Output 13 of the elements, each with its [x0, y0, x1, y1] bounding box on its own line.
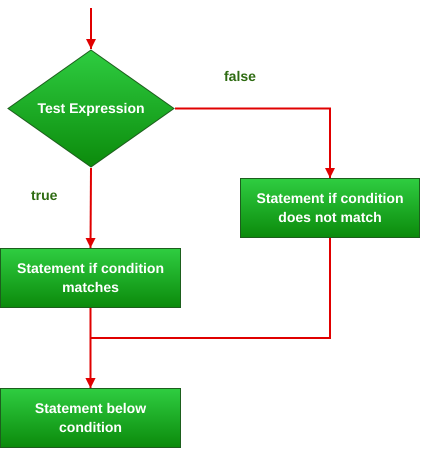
node-label: Statement if condition does not match: [256, 189, 404, 227]
process-box: [0, 248, 181, 308]
arrow: [86, 168, 96, 248]
node-label: Statement below condition: [34, 399, 148, 437]
process-box: [0, 388, 181, 448]
node-label: Statement if condition matches: [16, 259, 165, 297]
edge-label: false: [222, 68, 258, 84]
arrow: [86, 238, 331, 388]
process-box: [240, 178, 420, 238]
arrow: [175, 108, 335, 178]
decision-diamond: [7, 49, 175, 168]
arrow: [86, 8, 96, 49]
node-label: Test Expression: [36, 99, 146, 118]
